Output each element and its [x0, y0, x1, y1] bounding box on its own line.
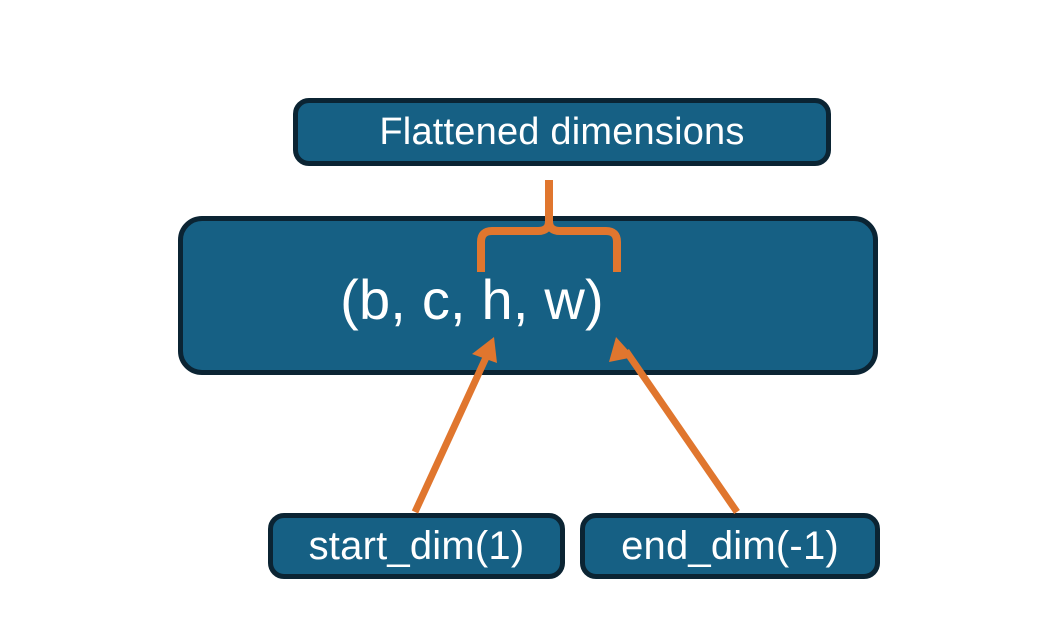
arrow-end-dim-shaft — [623, 349, 740, 514]
arrow-start-dim-shaft — [411, 349, 493, 514]
node-end-dim-label: end_dim(-1) — [621, 524, 839, 568]
node-tensor-shape-label: (b, c, h, w) — [340, 267, 604, 331]
node-start-dim-label: start_dim(1) — [308, 524, 525, 568]
node-flattened-dimensions-label: Flattened dimensions — [379, 111, 745, 153]
node-start-dim: start_dim(1) — [268, 513, 565, 579]
node-flattened-dimensions: Flattened dimensions — [293, 98, 831, 166]
node-tensor-shape: (b, c, h, w) — [178, 216, 878, 375]
node-end-dim: end_dim(-1) — [580, 513, 880, 579]
